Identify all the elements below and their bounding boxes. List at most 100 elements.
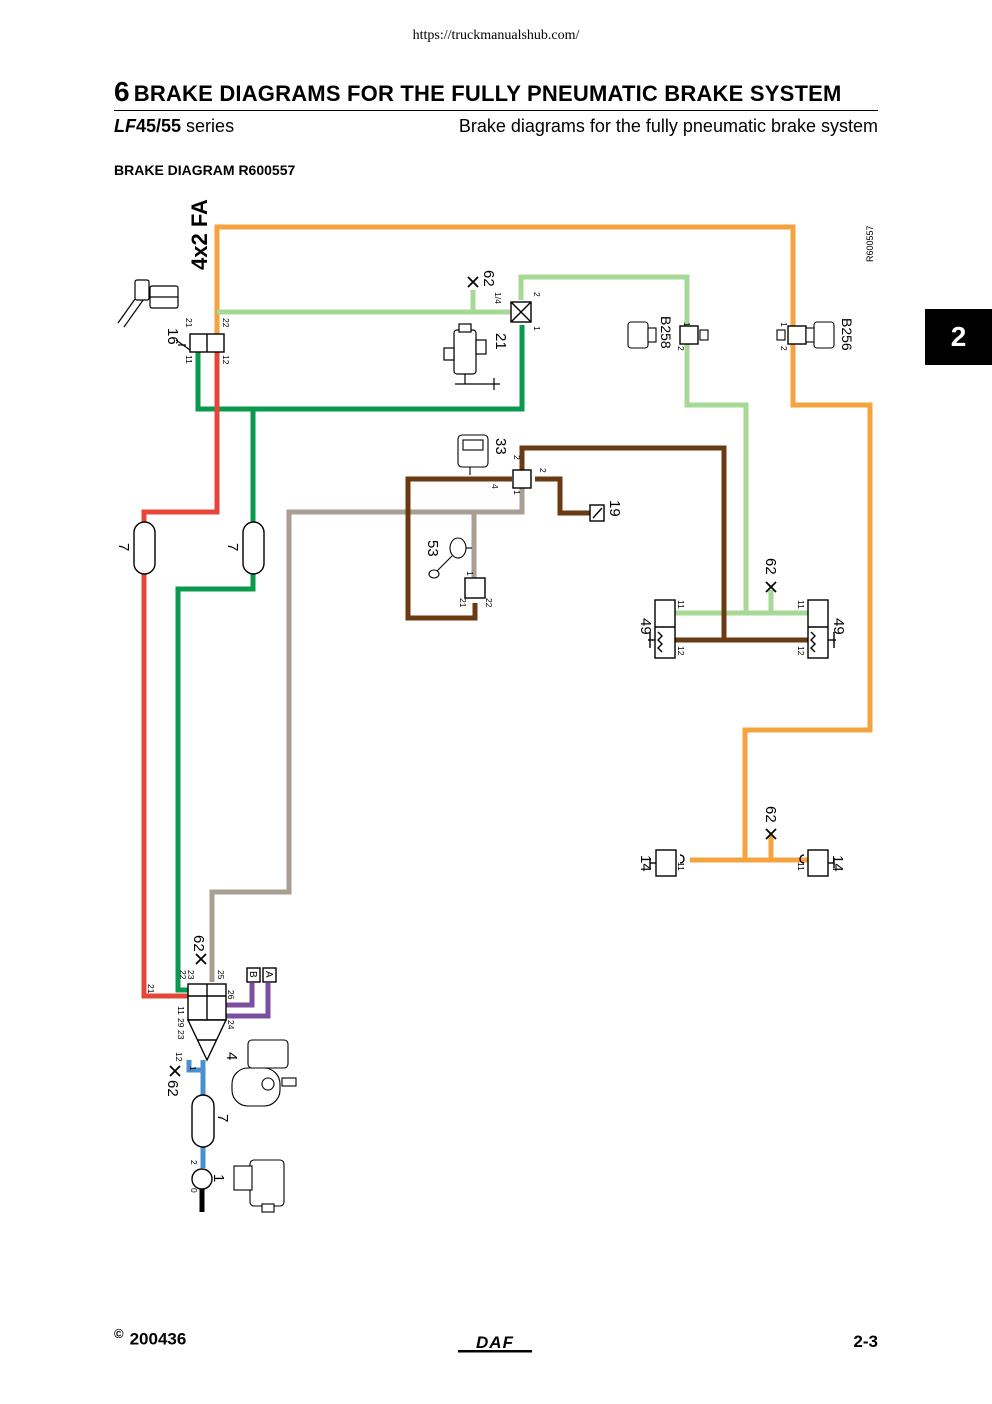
label-49-left: 49 [637,618,654,635]
series-prefix: LF [114,116,136,136]
chapter-tab: 2 [925,309,992,365]
brake-chamber-14-right [799,849,835,877]
port-1-2: 2 [189,1160,199,1165]
relay-valve-21-icon [443,323,500,390]
label-valve-b: B [247,971,258,978]
copyright-symbol: © [114,1326,124,1341]
section-title: BRAKE DIAGRAM R600557 [114,162,296,178]
label-62-supply: 62 [164,1080,181,1097]
port-53-1: 1 [465,571,475,576]
test-point-62-low [765,828,777,840]
air-dryer-4-icon [231,1039,297,1107]
port-21-14: 1/4 [493,292,503,304]
pipe-purple-a [226,983,255,1008]
spring-brake-49-left [648,599,676,659]
label-16: 16 [164,328,181,345]
b256-valve-icon [776,321,835,349]
label-33: 33 [492,438,509,455]
solenoid-valve-b256 [787,325,807,345]
port-b258-2: 2 [676,346,686,351]
port-4-1: 1 [188,1066,198,1071]
brake-pedal-icon [117,279,191,351]
label-1: 1 [210,1174,227,1182]
copyright-number: 200436 [129,1329,187,1349]
compressor-1-icon [233,1159,285,1213]
port-4-26: 26 [226,990,236,1000]
label-49-right: 49 [830,618,847,635]
port-b258-1: 1 [682,322,692,327]
page-subtitle: Brake diagrams for the fully pneumatic b… [458,116,878,136]
label-62-mid: 62 [762,558,779,575]
port-4-29: 29 [176,1018,186,1028]
label-7-green: 7 [224,543,241,551]
daf-logo-text: DAF [476,1334,514,1352]
port-33-4: 4 [490,484,500,489]
label-62-low: 62 [762,806,779,823]
test-point-62-dryer [195,953,207,965]
port-33-2a: 2 [512,455,522,460]
pipe-red-down [141,572,188,999]
pipe-darkgreen-loop [195,325,525,412]
dryer-valve-a [262,967,277,983]
pipe-grey [209,487,525,982]
series-line: LF45/55 series [114,116,234,137]
port-14r-11: 11 [796,862,806,871]
test-point-62-supply [169,1065,181,1077]
relay-valve-21-x2 [510,301,532,323]
air-tank-7-green [242,521,265,575]
daf-logo: DAF [458,1334,532,1353]
air-tank-7-supply [191,1094,215,1148]
solenoid-valve-b258 [679,325,699,345]
test-point-62-mid [765,581,777,593]
handbrake-valve-33-icon [457,434,489,475]
series-suffix: series [181,116,235,136]
test-points [169,276,777,1077]
handbrake-valve-33 [512,469,532,489]
diagram-reference: R600557 [865,225,875,262]
switch-53 [464,577,486,599]
dryer-valve-b [246,967,261,983]
pipe-lightgreen-top [217,290,476,315]
label-53: 53 [424,540,441,557]
port-21-1: 1 [532,326,542,331]
port-33-2b: 2 [538,468,548,473]
label-62-top: 62 [480,270,497,287]
switch-53-icon [428,537,472,579]
port-b256-1: 1 [779,322,789,327]
port-4-23b: 23 [176,1030,186,1040]
series-model: 45/55 [136,116,182,136]
chapter-number: 6 [114,76,130,107]
pipe-brown-19 [535,476,590,516]
pipe-orange-main [214,224,873,860]
pipe-brown-loop [405,476,512,621]
label-14-right: 14 [829,855,846,872]
label-b258: B258 [658,316,674,349]
label-b256: B256 [839,318,855,351]
pipe-blue-62 [186,1060,203,1073]
diagram-configuration: 4x2 FA [187,199,212,270]
air-dryer-4 [186,983,228,1062]
port-49l-12: 12 [676,646,686,656]
port-14l-11: 11 [676,862,686,871]
port-49l-11: 11 [676,600,686,609]
port-16-21: 21 [184,318,194,328]
source-url[interactable]: https://truckmanualshub.com/ [412,28,580,43]
label-21: 21 [492,333,509,350]
label-62-dryer: 62 [190,935,207,952]
port-16-12: 12 [221,355,231,365]
port-4-11: 11 [176,1006,186,1015]
label-19: 19 [606,500,623,517]
port-4-21: 21 [146,984,156,994]
port-b256-2: 2 [779,346,789,351]
port-4-25: 25 [216,970,226,980]
brake-chamber-14-left [649,849,685,877]
port-49r-11: 11 [796,600,806,609]
port-33-1: 1 [512,490,522,495]
port-16-11: 11 [184,355,194,364]
spring-brake-49-right [807,599,836,659]
label-14-left: 14 [637,855,654,872]
b258-valve-icon [627,321,709,349]
air-tank-7-red [133,521,156,575]
